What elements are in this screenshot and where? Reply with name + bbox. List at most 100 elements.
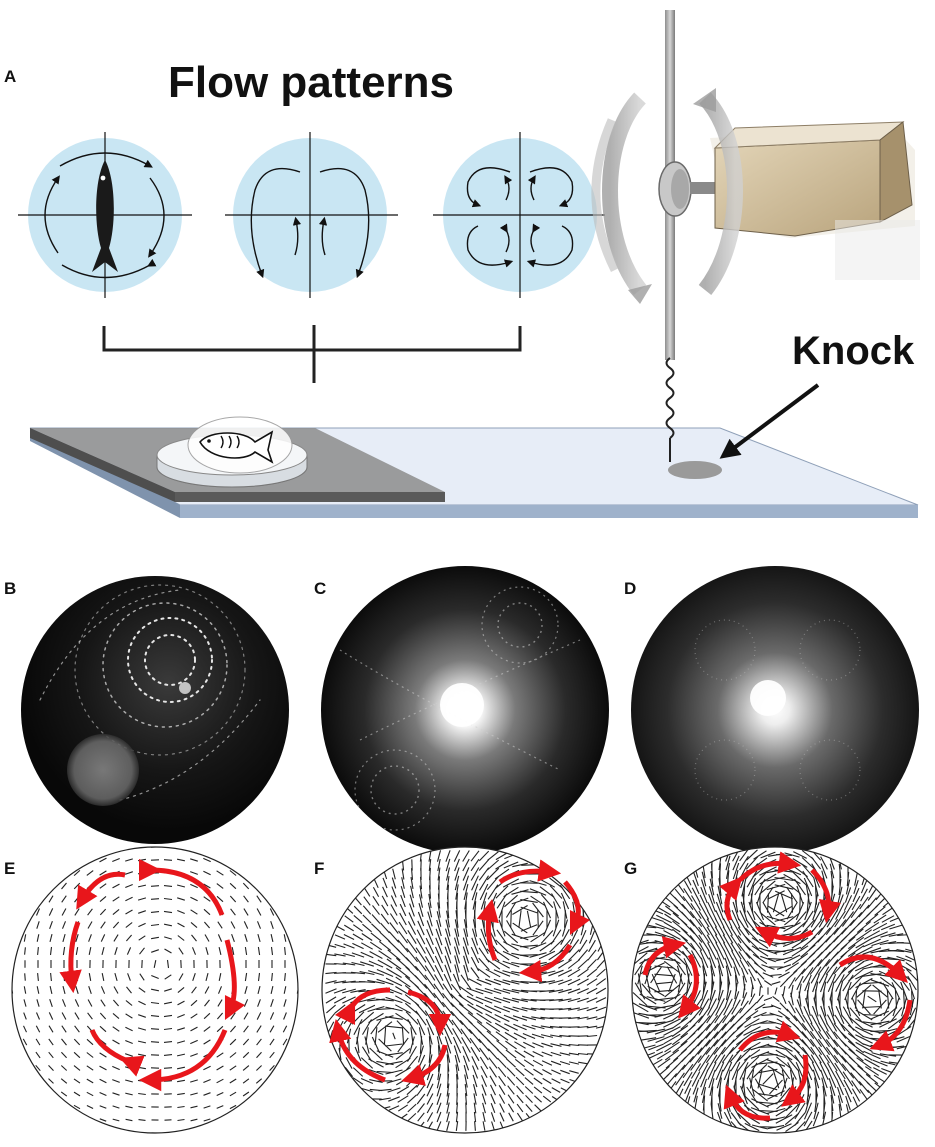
vector-arrow (61, 1038, 67, 1046)
vector-arrow (777, 1062, 791, 1080)
vector-arrow (73, 1091, 81, 1097)
vector-arrow (35, 1012, 41, 1020)
vector-arrow (512, 905, 528, 915)
vector-arrow (255, 1078, 263, 1084)
vector-arrow (748, 901, 756, 921)
vector-arrow (760, 912, 776, 926)
vector-arrow (848, 968, 864, 982)
vector-arrow (558, 938, 572, 954)
vector-arrow (496, 929, 508, 945)
vector-arrow (479, 875, 489, 891)
vector-arrow (819, 973, 829, 993)
vector-arrow (689, 910, 703, 928)
vector-arrow (229, 1078, 237, 1084)
vector-arrow (358, 997, 376, 1003)
vector-arrow (857, 1065, 871, 1077)
vector-arrow (791, 937, 809, 949)
vector-arrow (376, 968, 394, 978)
vector-arrow (550, 1043, 562, 1047)
vector-arrow (507, 1103, 515, 1113)
vector-arrow (177, 986, 185, 994)
vector-arrow (794, 878, 806, 896)
vector-arrow (711, 863, 713, 879)
vector-arrow (205, 972, 209, 982)
vector-arrow (23, 1025, 27, 1033)
vector-arrow (503, 861, 519, 869)
vector-arrow (568, 1061, 580, 1065)
vector-arrow (163, 923, 173, 927)
vector-arrow (87, 908, 93, 916)
vector-arrow (397, 1095, 409, 1103)
vector-arrow (360, 961, 374, 967)
vector-arrow (334, 934, 346, 940)
vector-arrow (360, 1057, 374, 1069)
vector-arrow (461, 1037, 471, 1053)
vector-arrow (436, 1121, 442, 1131)
vector-arrow (163, 910, 173, 914)
vector-arrow (256, 908, 262, 916)
vector-arrow (454, 867, 460, 881)
vector-arrow (855, 1049, 873, 1061)
vector-arrow (229, 1065, 237, 1071)
vector-arrow (138, 1014, 146, 1018)
vector-arrow (723, 1111, 733, 1127)
vector-arrow (137, 884, 147, 888)
vector-arrow (829, 1086, 835, 1104)
vector-arrow (870, 979, 890, 987)
vector-arrow (874, 906, 886, 916)
vector-arrow (837, 997, 843, 1017)
vector-arrow (705, 1046, 719, 1064)
vector-arrow (37, 973, 39, 981)
vector-arrow (446, 1092, 450, 1106)
vector-arrow (434, 946, 444, 964)
vector-arrow (445, 867, 451, 881)
vector-arrow (520, 934, 538, 940)
vector-arrow (190, 1079, 198, 1083)
vector-arrow (269, 1065, 275, 1071)
vector-arrow (596, 968, 606, 978)
vector-arrow (735, 1032, 753, 1046)
vector-arrow (216, 1105, 224, 1109)
vector-arrow (855, 946, 873, 956)
vector-arrow (433, 992, 445, 1008)
vector-arrow (848, 1016, 864, 1030)
vector-arrow (486, 1030, 500, 1042)
vector-arrow (388, 1096, 400, 1102)
vector-arrow (663, 1010, 681, 1020)
vector-arrow (218, 972, 222, 982)
vector-arrow (100, 999, 106, 1007)
vector-arrow (825, 1046, 839, 1064)
vector-arrow (867, 897, 877, 909)
vector-arrow (863, 930, 881, 940)
vector-arrow (368, 960, 384, 968)
vector-arrow (73, 1065, 81, 1071)
vector-arrow (391, 877, 397, 889)
vector-arrow (697, 1039, 711, 1055)
vector-arrow (749, 1077, 755, 1097)
vector-arrow (75, 934, 79, 942)
vector-arrow (378, 940, 392, 952)
vector-arrow (389, 913, 399, 925)
vector-arrow (486, 867, 500, 881)
vector-arrow (88, 973, 92, 981)
vector-arrow (909, 998, 915, 1016)
vector-arrow (437, 1063, 441, 1081)
vector-arrow (654, 965, 674, 969)
vector-arrow (426, 920, 434, 936)
vector-arrow (801, 919, 815, 935)
vector-arrow (723, 949, 733, 969)
vector-arrow (709, 878, 715, 896)
vector-arrow (820, 863, 828, 879)
vector-arrow (847, 1040, 865, 1054)
vector-arrow (462, 850, 470, 862)
vector-arrow (218, 946, 222, 956)
vector-arrow (830, 1094, 834, 1112)
vector-arrow (482, 1102, 486, 1114)
vector-arrow (716, 957, 724, 977)
vector-arrow (666, 966, 678, 984)
vector-arrow (792, 871, 808, 887)
vector-arrow (732, 991, 740, 1007)
vector-arrow (784, 1112, 800, 1126)
vector-arrow (112, 857, 120, 863)
vector-arrow (125, 1092, 133, 1096)
